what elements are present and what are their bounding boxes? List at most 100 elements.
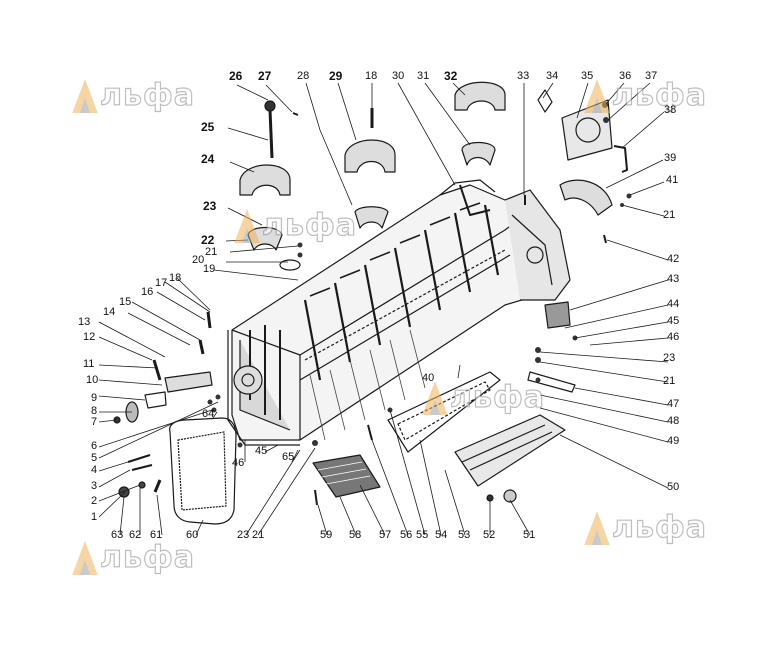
part-label: 42 xyxy=(667,253,680,265)
washers xyxy=(207,102,632,448)
part-label: 19 xyxy=(203,263,216,275)
part-label: 41 xyxy=(666,174,679,186)
part-label: 35 xyxy=(581,70,594,82)
part-label: 2 xyxy=(91,495,98,507)
part-label: 55 xyxy=(416,529,429,541)
part-label: 4 xyxy=(91,464,98,476)
part-label: 24 xyxy=(201,152,215,166)
part-label: 56 xyxy=(400,529,413,541)
part-label: 60 xyxy=(186,529,199,541)
part-label: 11 xyxy=(83,358,95,370)
part-label: 3 xyxy=(91,480,98,492)
bearing-caps xyxy=(239,81,506,251)
leader-lines xyxy=(98,82,669,536)
watermark-logo: льфа xyxy=(68,77,195,114)
watermark-logo: льфа xyxy=(230,207,357,244)
part-label: 18 xyxy=(169,272,182,284)
part-label: 45 xyxy=(667,315,680,327)
part-label: 36 xyxy=(619,70,632,82)
part-label: 21 xyxy=(663,209,676,221)
part-label: 46 xyxy=(232,457,245,469)
part-label: 27 xyxy=(258,69,272,83)
part-label: 40 xyxy=(422,372,435,384)
part-label: 37 xyxy=(645,70,658,82)
part-label: 54 xyxy=(435,529,448,541)
watermark-text: льфа xyxy=(611,77,707,113)
watermark-a-icon xyxy=(234,208,260,243)
part-label: 21 xyxy=(252,529,265,541)
part-label: 21 xyxy=(205,246,218,258)
part-label: 23 xyxy=(237,529,250,541)
part-label: 31 xyxy=(417,70,430,82)
part-label: 46 xyxy=(667,331,680,343)
part-label: 61 xyxy=(150,529,163,541)
studs-and-bolts xyxy=(127,100,607,506)
watermark-text: льфа xyxy=(449,379,545,415)
front-gasket xyxy=(169,417,237,525)
part-label: 51 xyxy=(523,529,536,541)
part-label: 21 xyxy=(663,375,676,387)
part-label: 17 xyxy=(155,277,168,289)
watermark-logo: льфа xyxy=(580,77,707,114)
part-label: 50 xyxy=(667,481,680,493)
part-label: 8 xyxy=(91,405,98,417)
part-label: 28 xyxy=(297,70,310,82)
part-label: 6 xyxy=(91,440,98,452)
watermark-text: льфа xyxy=(99,77,195,113)
part-label: 14 xyxy=(103,306,116,318)
part-label: 48 xyxy=(667,415,680,427)
watermark-a-icon xyxy=(72,540,98,575)
watermark-a-icon xyxy=(584,78,610,113)
part-label: 38 xyxy=(664,104,677,116)
part-label: 12 xyxy=(83,331,96,343)
watermark-a-icon xyxy=(584,510,610,545)
watermark-a-icon xyxy=(422,380,448,415)
part-label: 49 xyxy=(667,435,680,447)
part-label: 52 xyxy=(483,529,496,541)
part-label: 26 xyxy=(229,69,243,83)
part-label: 25 xyxy=(201,120,215,134)
part-label: 63 xyxy=(111,529,124,541)
part-label: 64 xyxy=(202,408,215,420)
part-label: 7 xyxy=(91,416,98,428)
part-label: 9 xyxy=(91,392,98,404)
part-label: 23 xyxy=(663,352,676,364)
side-gaskets-and-covers xyxy=(312,301,576,498)
part-label: 57 xyxy=(379,529,392,541)
watermark-logo: льфа xyxy=(580,509,707,546)
part-label: 53 xyxy=(458,529,471,541)
part-label: 32 xyxy=(444,69,458,83)
part-label: 5 xyxy=(91,452,98,464)
part-label: 1 xyxy=(91,511,98,523)
watermark-a-icon xyxy=(72,78,98,113)
rear-cover-parts xyxy=(537,89,628,216)
watermark-text: льфа xyxy=(99,539,195,575)
part-label: 58 xyxy=(349,529,362,541)
part-label: 59 xyxy=(320,529,333,541)
part-label: 15 xyxy=(119,296,132,308)
part-label: 22 xyxy=(201,233,215,247)
part-label: 33 xyxy=(517,70,530,82)
part-label: 10 xyxy=(86,374,99,386)
part-label: 23 xyxy=(203,199,217,213)
part-label: 44 xyxy=(667,298,680,310)
watermark-text: льфа xyxy=(261,207,357,243)
part-label: 45 xyxy=(255,445,268,457)
part-label: 65 xyxy=(282,451,295,463)
part-label: 47 xyxy=(667,398,680,410)
part-label: 29 xyxy=(329,69,343,83)
watermark-logo: льфа xyxy=(418,379,545,416)
part-label: 13 xyxy=(78,316,91,328)
part-label: 16 xyxy=(141,286,154,298)
part-label: 34 xyxy=(546,70,559,82)
part-label: 18 xyxy=(365,70,378,82)
part-label: 39 xyxy=(664,152,677,164)
part-label: 30 xyxy=(392,70,405,82)
part-label: 62 xyxy=(129,529,142,541)
watermark-text: льфа xyxy=(611,509,707,545)
part-label: 43 xyxy=(667,273,680,285)
part-label: 20 xyxy=(192,254,205,266)
watermark-logo: льфа xyxy=(68,539,195,576)
engine-block xyxy=(227,179,571,446)
